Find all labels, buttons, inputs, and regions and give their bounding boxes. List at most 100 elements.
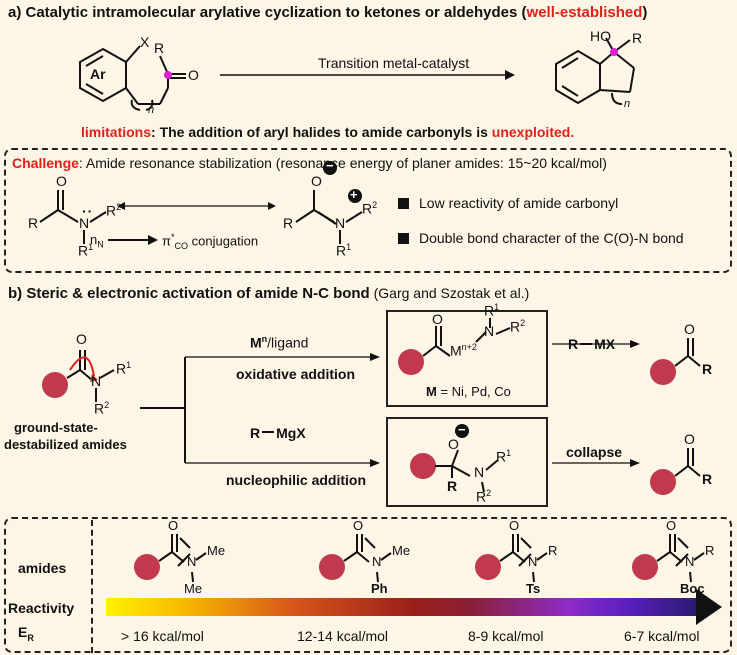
reactivity-arrowhead (696, 589, 722, 625)
challenge-text: : Amide resonance stabilization (resonan… (78, 155, 607, 171)
ketone-lower-o-label: O (684, 431, 695, 447)
reaction-arrowhead-a (505, 70, 515, 80)
zwitterion-plus: + (350, 187, 358, 202)
aryl-sphere-start (42, 372, 68, 398)
limitations-text: : The addition of aryl halides to amide … (151, 124, 492, 140)
box-r1-label: R1 (484, 302, 500, 319)
ketone-lower-r-label: R (702, 471, 713, 487)
amide-r1-label: R1 (78, 242, 94, 259)
unexploited-label: unexploited. (491, 124, 575, 140)
lower-box-o-label: O (448, 436, 459, 452)
amide-1-top: Me (207, 543, 226, 558)
amide-1-structure (134, 534, 207, 583)
start-o-label: O (76, 331, 87, 347)
start-r2-label: R2 (94, 400, 110, 417)
reactant-carbonyl-marker (164, 71, 172, 79)
amide-3-structure (475, 534, 548, 583)
r-label-product: R (632, 30, 643, 46)
lower-box-minus: − (458, 422, 466, 437)
product-carbon-marker (610, 48, 618, 56)
start-label-line1: ground-state- (14, 420, 98, 435)
nucleophilic-addition-box (386, 417, 548, 507)
o-label-reactant: O (188, 67, 199, 83)
amide-n-label: N (79, 215, 90, 231)
lone-pair-dots: ·· (82, 203, 94, 219)
amide-2-n: N (372, 554, 382, 569)
start-label-line2: destabilized amides (4, 437, 127, 452)
limitations-label: limitations (81, 124, 152, 140)
ho-label-product: HO (590, 28, 611, 44)
oxidative-addition-label: oxidative addition (236, 366, 356, 382)
energy-1: > 16 kcal/mol (121, 628, 204, 644)
amide-1-o: O (168, 518, 179, 533)
r-label-reactant: R (154, 40, 165, 56)
box-o-label: O (432, 311, 443, 327)
reactivity-gradient-bar (106, 598, 698, 616)
amide-4-o: O (666, 518, 677, 533)
zwitterion-r-label: R (283, 215, 294, 231)
section-a-title: a) Catalytic intramolecular arylative cy… (8, 4, 647, 21)
amide-zwitterion-structure (295, 190, 363, 244)
lower-branch-arrowhead (370, 459, 380, 467)
upper-right-arrowhead (630, 340, 640, 348)
oxidative-addition-box (386, 310, 548, 407)
twist-arrowhead (90, 374, 98, 382)
energy-2: 12-14 kcal/mol (297, 628, 389, 644)
collapse-label: collapse (566, 444, 623, 460)
section-a-title-text: a) Catalytic intramolecular arylative cy… (8, 4, 527, 21)
aryl-sphere-lower-box (410, 453, 436, 479)
amide-3-n: N (528, 554, 538, 569)
section-b-title: b) Steric & electronic activation of ami… (8, 285, 529, 302)
zwitterion-n-label: N (335, 215, 346, 231)
lower-box-r1-label: R1 (496, 448, 512, 465)
alkoxide-charge-marker (455, 424, 469, 438)
amide-2-bottom: Ph (371, 581, 388, 596)
amide-2-o: O (353, 518, 364, 533)
lower-box-r2-label: R2 (476, 488, 492, 505)
start-amide-structure (66, 350, 115, 402)
conjugation-nn: nN (90, 232, 104, 250)
product-a-structure (555, 37, 635, 105)
conjugation-arrowhead (148, 235, 158, 245)
section-a-title-suffix: ) (642, 4, 648, 21)
bullet-square-icon (398, 198, 409, 209)
amide-2-top: Me (392, 543, 411, 558)
amide-r-label: R (28, 215, 39, 231)
bullet-square-icon (398, 233, 409, 244)
upper-reagent: Mn/ligand (250, 334, 309, 351)
conjugation-text: π*CO conjugation (162, 232, 259, 251)
amide-4-n: N (685, 554, 695, 569)
resonance-arrowhead-left (117, 202, 125, 210)
limitations-line: limitations: The addition of aryl halide… (81, 124, 574, 140)
energy-4: 6-7 kcal/mol (624, 628, 700, 644)
amide-3-o: O (509, 518, 520, 533)
acyl-metal-structure (422, 318, 511, 357)
zwitterion-r1-label: R1 (336, 242, 352, 259)
start-n-label: N (91, 373, 102, 389)
amide-r2-label: R2 (106, 202, 122, 219)
nucleophilic-addition-label: nucleophilic addition (226, 472, 366, 488)
negative-charge-marker (323, 161, 337, 175)
challenge-bullet-1: Low reactivity of amide carbonyl (398, 195, 618, 211)
box-n-label: N (484, 323, 495, 339)
challenge-line: Challenge: Amide resonance stabilization… (12, 155, 607, 171)
reactant-a-structure (79, 45, 186, 111)
lower-box-r-label: R (447, 478, 458, 494)
amide-neutral-structure (39, 190, 107, 244)
section-b-title-text: b) Steric & electronic activation of ami… (8, 285, 370, 302)
amide-1-bottom: Me (184, 581, 203, 596)
n-label-reactant: n (148, 104, 155, 116)
aryl-sphere-upper-box (398, 349, 424, 375)
reactivity-divider (91, 520, 93, 653)
energy-3: 8-9 kcal/mol (468, 628, 544, 644)
amide-series (134, 534, 705, 583)
aryl-sphere-ketone-upper (650, 359, 676, 385)
upper-branch-arrowhead (370, 353, 380, 361)
row-reactivity-label: Reactivity (8, 600, 75, 616)
metal-note: M = Ni, Pd, Co (426, 384, 511, 399)
reactivity-box (4, 517, 732, 653)
ar-label: Ar (90, 66, 106, 82)
